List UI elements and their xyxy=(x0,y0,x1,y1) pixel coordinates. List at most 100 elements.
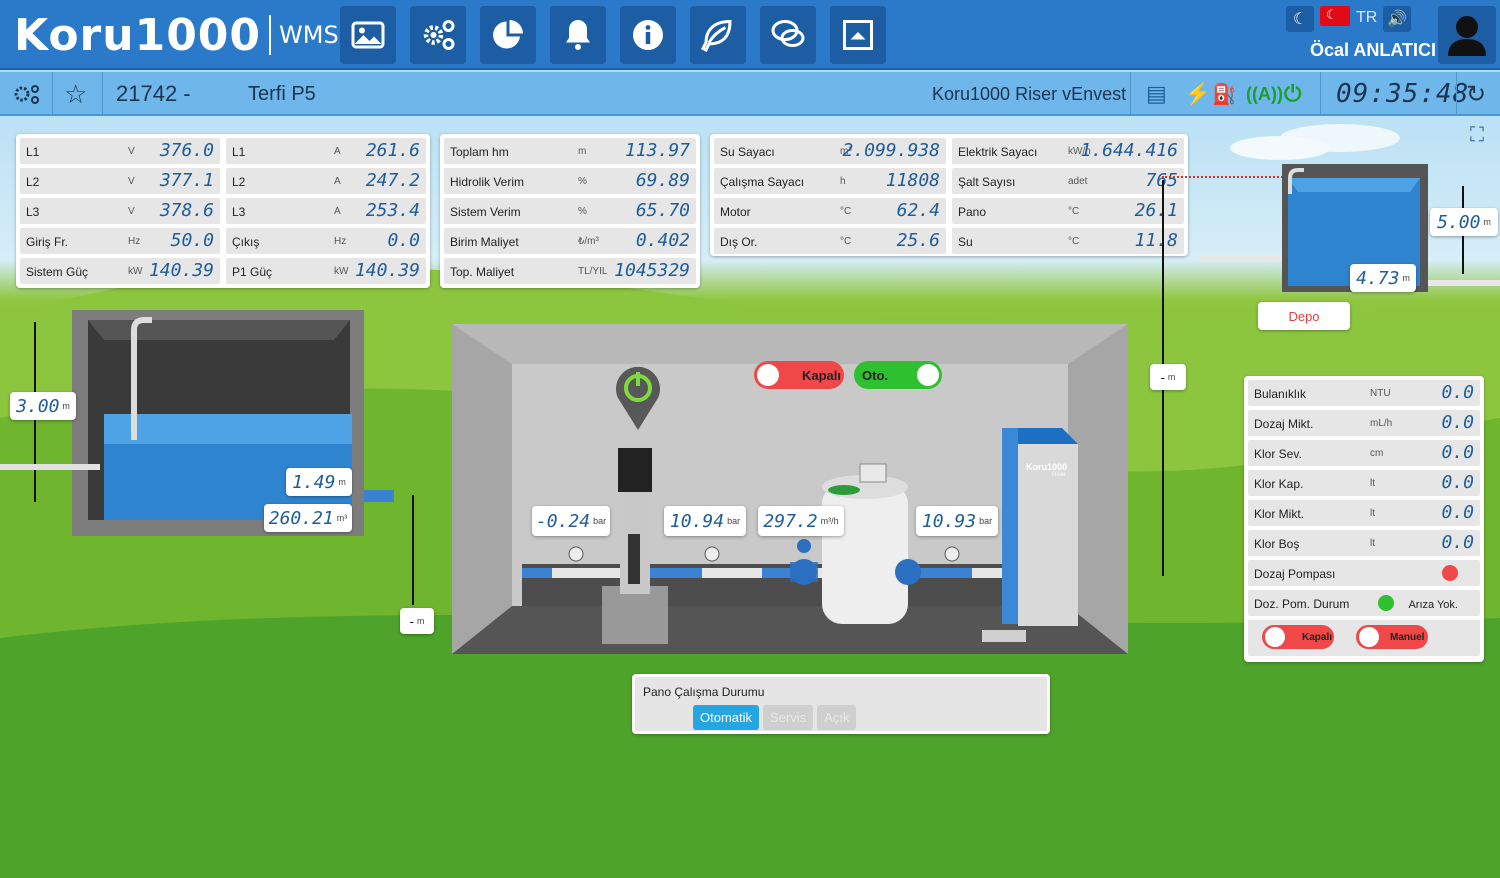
metric-value: 113.97 xyxy=(624,140,690,161)
station-settings-icon[interactable] xyxy=(12,72,42,116)
pump-state-toggle[interactable]: Kapalı xyxy=(754,361,844,389)
pump-mode-toggle[interactable]: Oto. xyxy=(854,361,942,389)
logo[interactable]: Koru1000 WMS xyxy=(14,9,339,61)
metric-value: 0.0 xyxy=(1441,532,1474,553)
dosing-pump-row: Dozaj Pompası xyxy=(1248,560,1480,586)
metric-value: 0.0 xyxy=(1441,412,1474,433)
metric-label: Şalt Sayısı xyxy=(958,175,1016,189)
settings-button[interactable] xyxy=(410,6,466,64)
user-icon xyxy=(1448,16,1486,56)
avatar[interactable] xyxy=(1438,6,1496,64)
metric-row: Hidrolik Verim%69.89 xyxy=(444,168,696,194)
metric-label: Top. Maliyet xyxy=(450,265,515,279)
dosing-mode-toggle[interactable]: Manuel xyxy=(1356,625,1428,649)
metric-value: 69.89 xyxy=(635,170,690,191)
tank-outlet-pipe xyxy=(1428,280,1500,286)
speaker-icon[interactable]: 🔊 xyxy=(1383,6,1412,32)
metric-unit: % xyxy=(578,206,587,217)
metric-unit: A xyxy=(334,206,341,217)
metric-unit: °C xyxy=(1068,206,1080,217)
device-name: Koru1000 Riser vEnvest xyxy=(932,83,1127,104)
info-button[interactable] xyxy=(620,6,676,64)
power-icon[interactable]: ⏻ xyxy=(1284,81,1302,106)
energy-button[interactable] xyxy=(690,6,746,64)
metric-value: 378.6 xyxy=(159,200,214,221)
metric-label: Çıkış xyxy=(232,235,260,249)
metric-unit: adet xyxy=(1068,176,1088,187)
metric-unit: cm xyxy=(1370,448,1384,459)
archive-icon[interactable]: ▤ xyxy=(1146,81,1167,106)
image-button[interactable] xyxy=(340,6,396,64)
metric-label: Sistem Güç xyxy=(26,265,89,279)
bell-icon xyxy=(566,20,590,50)
dosing-state-toggle[interactable]: Kapalı xyxy=(1262,625,1334,649)
power-bolt-icon[interactable]: ⚡ xyxy=(1184,81,1212,106)
metric-unit: lt xyxy=(1370,538,1375,549)
language-label[interactable]: TR xyxy=(1356,9,1378,26)
metric-unit: kW xyxy=(334,266,349,277)
metric-label: Birim Maliyet xyxy=(450,235,519,249)
metric-unit: °C xyxy=(840,236,852,247)
metric-label: Dozaj Mikt. xyxy=(1254,417,1314,431)
metric-value: 11.8 xyxy=(1134,230,1178,251)
fullscreen-icon[interactable]: ⛶ xyxy=(1470,124,1484,146)
metric-row: Sistem Verim%65.70 xyxy=(444,198,696,224)
suction-height-badge: -m xyxy=(400,608,434,634)
storage-label[interactable]: Depo xyxy=(1258,302,1350,330)
report-button[interactable] xyxy=(480,6,536,64)
metric-label: L2 xyxy=(232,175,246,189)
cabinet-label: Koru1000 xyxy=(1026,462,1068,472)
chat-button[interactable] xyxy=(760,6,816,64)
metric-value: 261.6 xyxy=(365,140,420,161)
metric-value: 2.099.938 xyxy=(842,140,940,161)
metric-value: 765 xyxy=(1145,170,1178,191)
metric-unit: Hz xyxy=(128,236,141,247)
power-marker-icon[interactable] xyxy=(614,362,662,432)
signal-icon[interactable]: ((A)) xyxy=(1246,83,1283,104)
metric-value: 0.0 xyxy=(1441,442,1474,463)
user-name[interactable]: Öcal ANLATICI xyxy=(1310,40,1437,60)
metric-unit: V xyxy=(128,146,135,157)
station-id: 21742 - xyxy=(116,81,191,106)
metric-value: 1045329 xyxy=(614,260,690,281)
alarm-button[interactable] xyxy=(550,6,606,64)
metric-label: Pano xyxy=(958,205,987,219)
product-name: WMS xyxy=(279,21,339,49)
turkey-flag-icon[interactable]: ☾ xyxy=(1320,6,1350,26)
generator-icon[interactable]: ⛽ xyxy=(1212,83,1237,106)
window-button[interactable] xyxy=(830,6,886,64)
metric-unit: kW xyxy=(128,266,143,277)
moon-icon[interactable]: ☾ xyxy=(1286,6,1314,32)
metric-unit: ₺/m³ xyxy=(578,236,599,247)
auto-mode-button[interactable]: Otomatik xyxy=(693,705,760,730)
metric-label: L1 xyxy=(26,145,40,159)
service-mode-button[interactable]: Servis xyxy=(763,705,814,730)
brand-name: Koru1000 xyxy=(14,9,262,61)
open-mode-button[interactable]: Açık xyxy=(817,705,857,730)
refresh-icon[interactable]: ↻ xyxy=(1466,80,1487,108)
dosing-status-indicator xyxy=(1378,595,1394,611)
metric-unit: % xyxy=(578,176,587,187)
panel-status-title: Pano Çalışma Durumu xyxy=(643,685,765,699)
info-icon xyxy=(633,20,663,50)
star-icon[interactable]: ☆ xyxy=(64,78,88,109)
metric-value: 62.4 xyxy=(896,200,940,221)
